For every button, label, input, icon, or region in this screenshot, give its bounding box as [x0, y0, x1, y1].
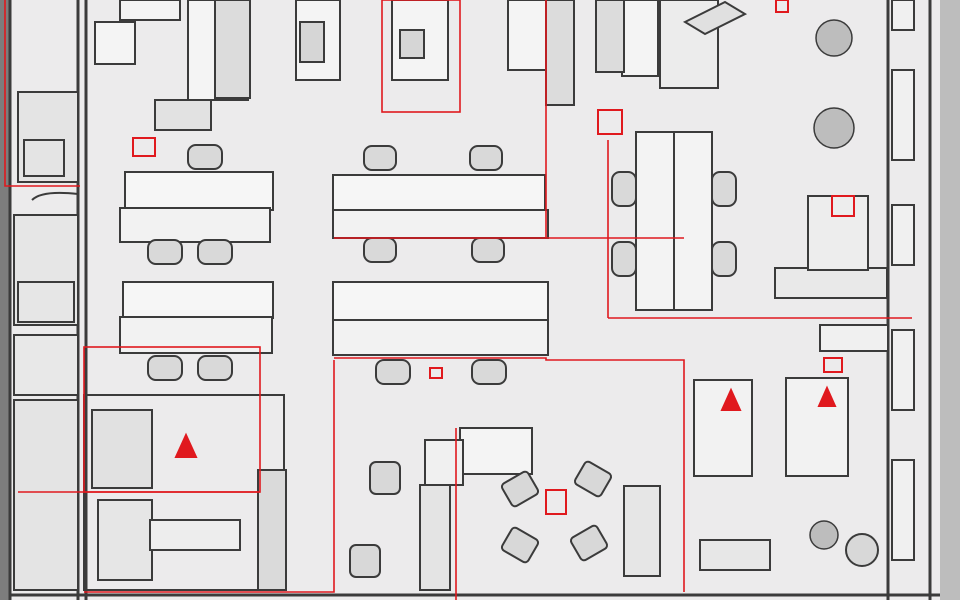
right-bench-desks — [635, 131, 889, 352]
cabinet-icon — [623, 485, 661, 577]
annotation-marker-icon — [132, 0, 855, 515]
top-row-workstations — [94, 0, 748, 131]
outer-walls — [8, 0, 940, 600]
desk-cluster-icon — [124, 171, 274, 211]
lounge-chair-icon — [369, 461, 401, 495]
left-corridor — [13, 91, 79, 591]
annotation-lines — [4, 0, 912, 600]
plant-icon — [809, 19, 855, 550]
right-window-wall — [891, 0, 915, 561]
warning-triangle-icon — [174, 385, 837, 458]
lower-left-storage-room — [83, 394, 287, 591]
lower-right-meeting-area — [693, 377, 879, 571]
